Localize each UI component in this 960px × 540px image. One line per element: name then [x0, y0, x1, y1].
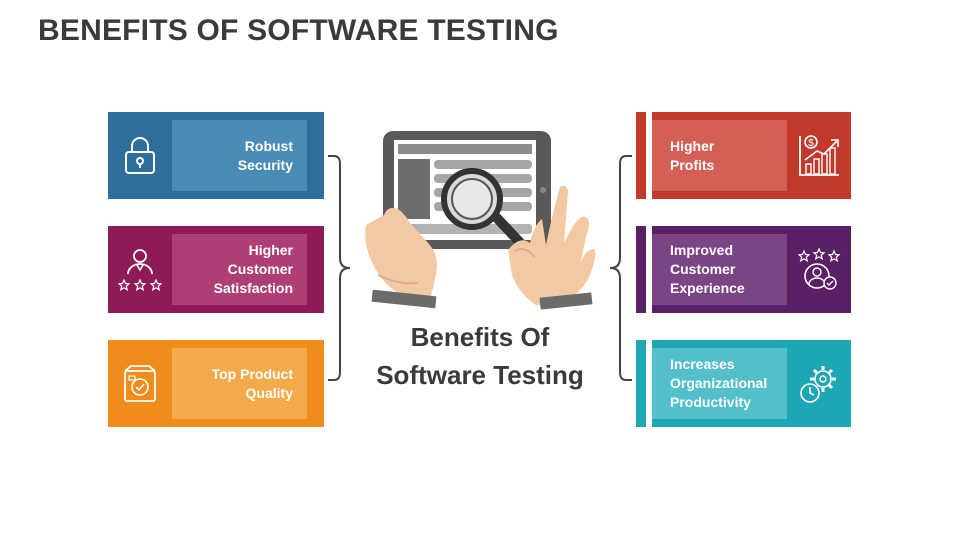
left-bracket: [328, 155, 351, 381]
accent-strip: [314, 226, 324, 313]
experience-rating-icon: [787, 226, 851, 313]
accent-strip: [636, 340, 646, 427]
lock-icon: [108, 112, 172, 199]
tablet-magnifier-illustration: [365, 131, 596, 310]
right-bracket: [609, 155, 632, 381]
customer-rating-icon: [108, 226, 172, 313]
productivity-gear-icon: [787, 340, 851, 427]
center-title: Benefits Of Software Testing: [376, 322, 584, 390]
slide-title: BENEFITS OF SOFTWARE TESTING: [38, 14, 559, 47]
accent-strip: [636, 226, 646, 313]
accent-strip: [314, 112, 324, 199]
profit-chart-icon: $: [787, 112, 851, 199]
accent-strip: [636, 112, 646, 199]
accent-strip: [314, 340, 324, 427]
svg-text:$: $: [808, 138, 814, 149]
product-box-icon: [108, 340, 172, 427]
